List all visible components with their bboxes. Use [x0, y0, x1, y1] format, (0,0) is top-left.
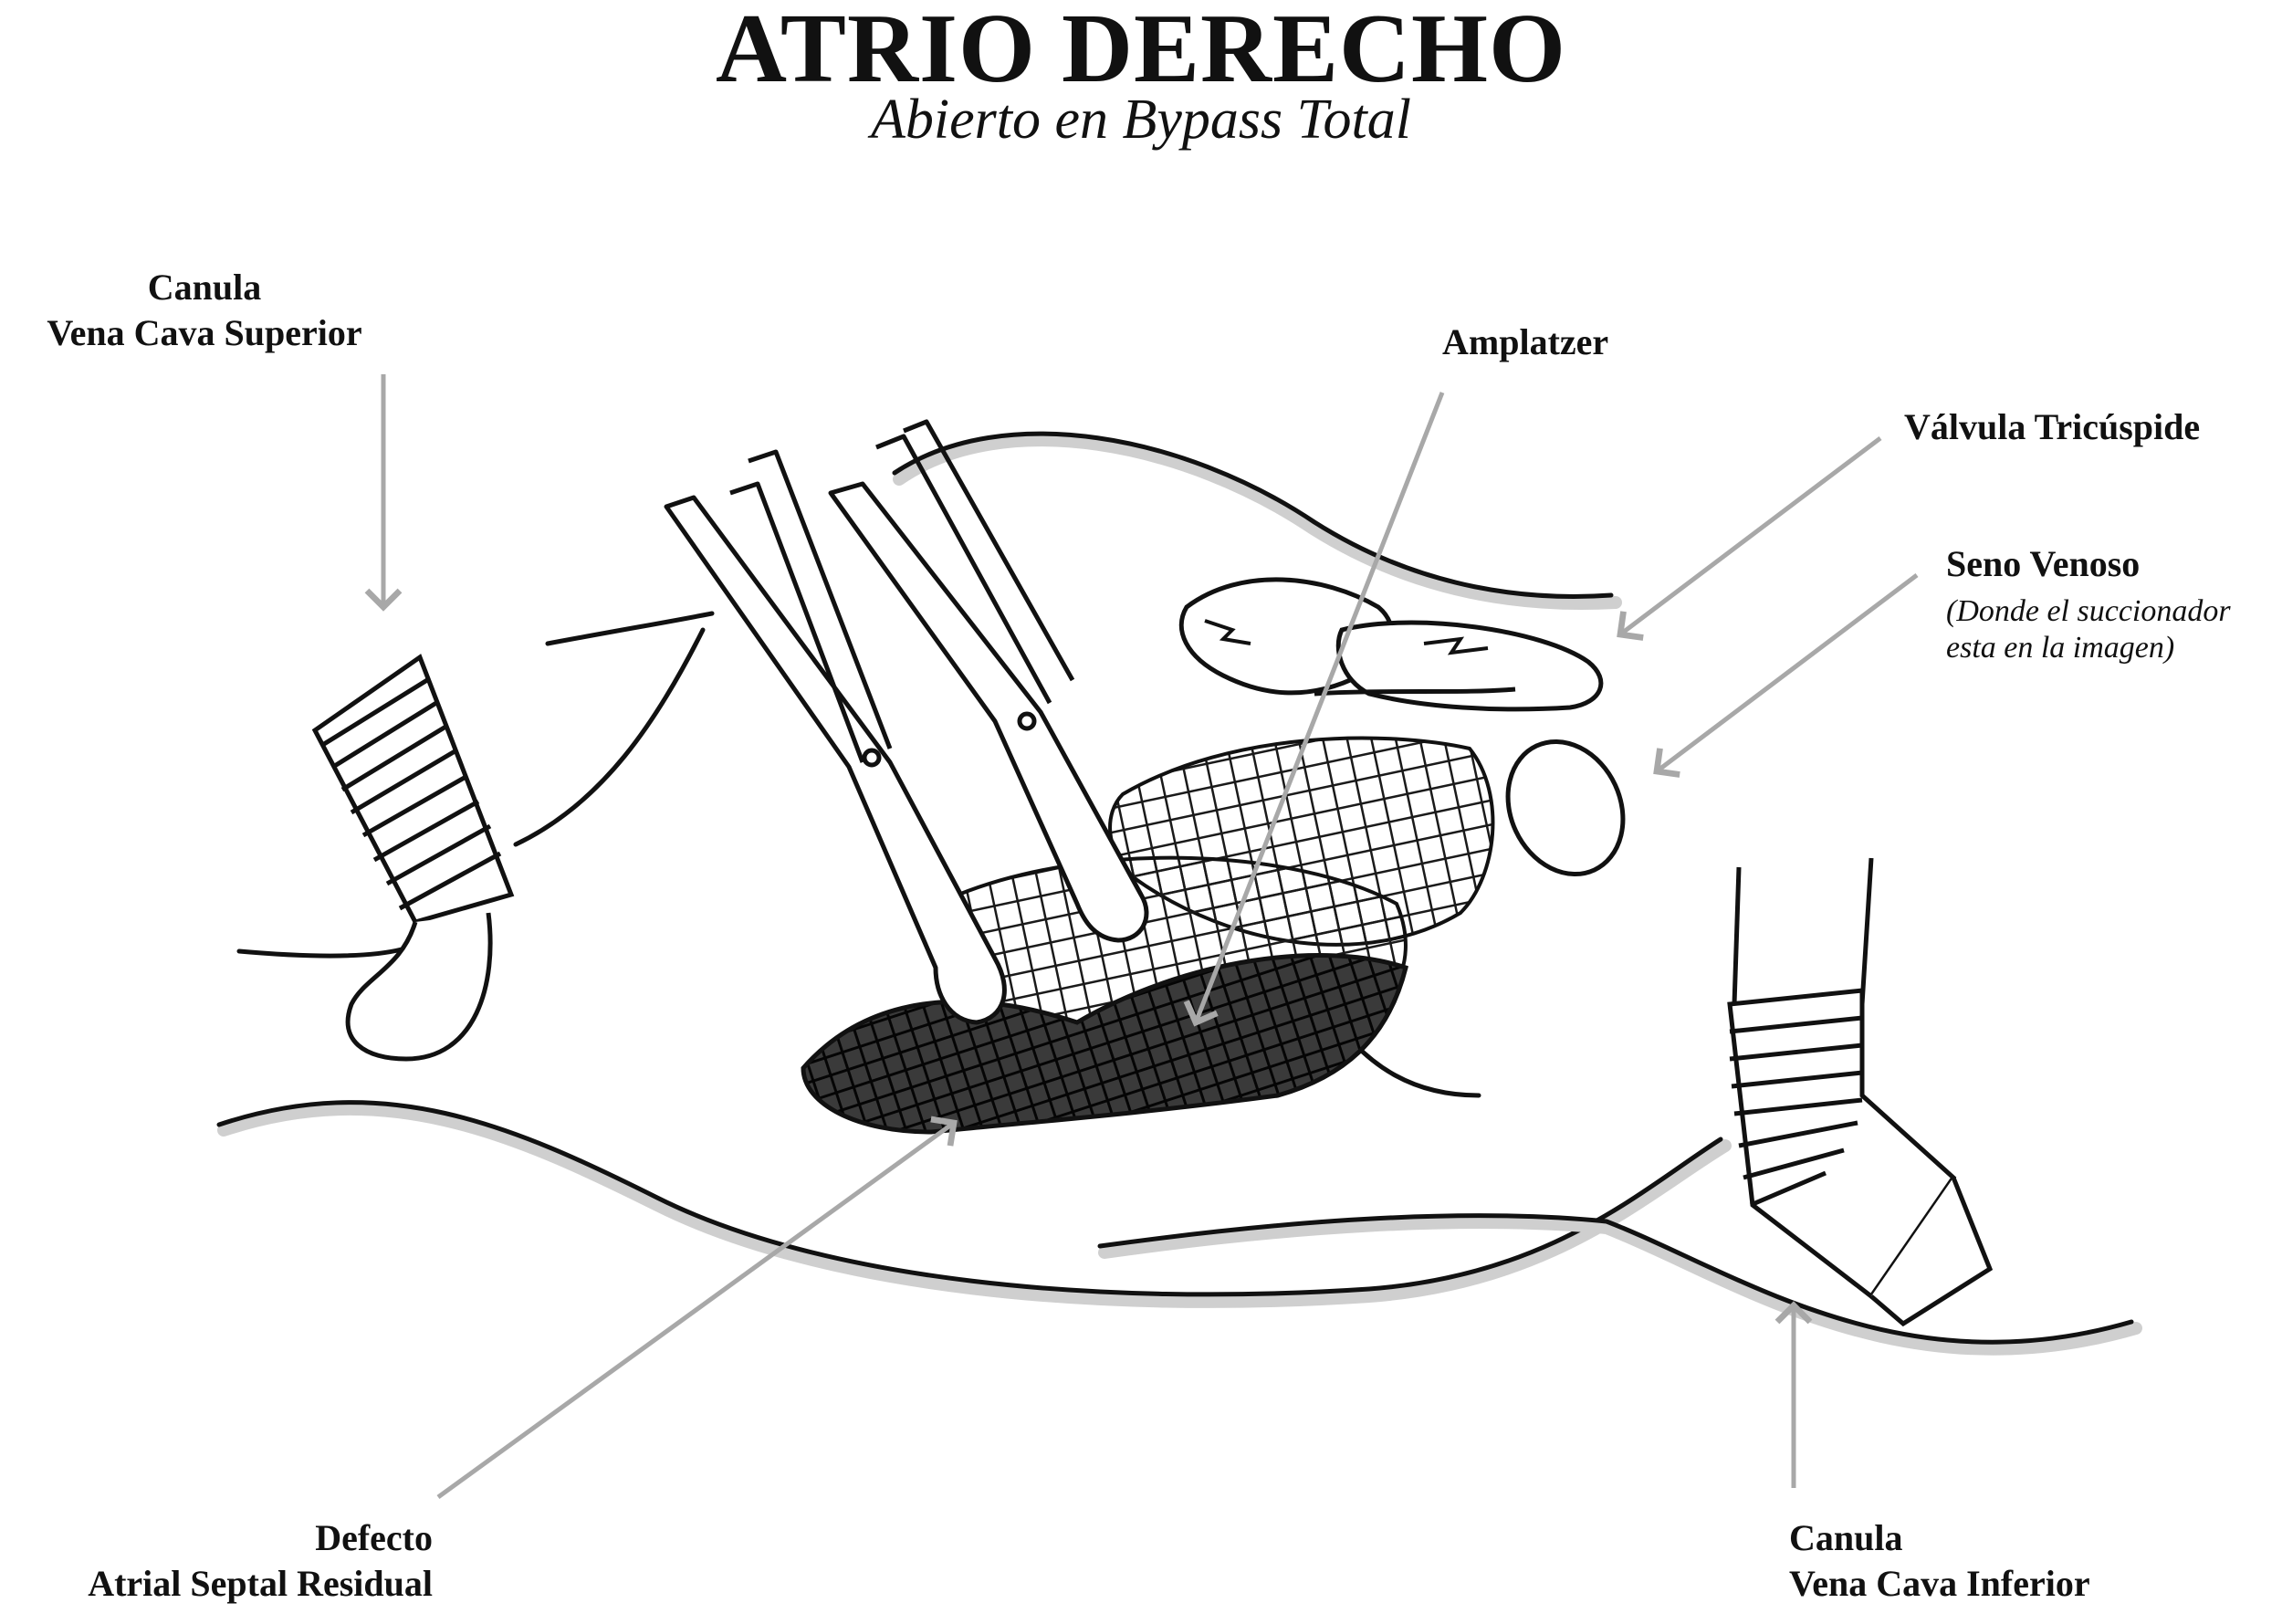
forceps-right-pivot [1020, 714, 1034, 728]
label-svc-line2: Vena Cava Superior [13, 310, 396, 356]
atrium-lower-wall [219, 1103, 1721, 1294]
label-ivc-line2: Vena Cava Inferior [1789, 1561, 2090, 1607]
arrow-tricuspid [1620, 438, 1880, 634]
tricuspid-leaflet-2 [1338, 623, 1601, 709]
arrow-defect [438, 1123, 954, 1497]
label-sinus-title: Seno Venoso [1946, 541, 2140, 587]
ivc-cannula-top-right [1862, 858, 1871, 1004]
svc-cannula-tip [348, 913, 490, 1059]
svc-floor [239, 949, 402, 956]
label-amplatzer: Amplatzer [1442, 320, 1608, 365]
label-ivc-cannula: Canula Vena Cava Inferior [1789, 1515, 2090, 1607]
label-defect: Defecto Atrial Septal Residual [13, 1515, 433, 1607]
atrium-lower-wall-shadow [224, 1109, 1725, 1302]
label-svc-line1: Canula [13, 265, 396, 310]
label-defect-line1: Defecto [13, 1515, 433, 1561]
ivc-cannula-top-left [1734, 867, 1739, 1004]
atrium-roof [895, 434, 1611, 596]
atrium-upper-wall [548, 613, 712, 644]
ivc-cannula [1730, 858, 1990, 1324]
label-defect-line2: Atrial Septal Residual [13, 1561, 433, 1607]
label-sinus-note1: (Donde el succionador [1946, 593, 2231, 630]
forceps-left-jaw [666, 498, 1004, 1022]
label-tricuspid: Válvula Tricúspide [1904, 404, 2200, 450]
label-sinus-note2: esta en la imagen) [1946, 630, 2231, 666]
forceps-left-pivot [864, 750, 879, 765]
label-ivc-line1: Canula [1789, 1515, 2090, 1561]
sinus-venosus-opening [1487, 723, 1644, 894]
label-sinus-note: (Donde el succionador esta en la imagen) [1946, 593, 2231, 666]
svc-cannula [315, 657, 511, 1059]
label-svc-cannula: Canula Vena Cava Superior [13, 265, 396, 356]
arrow-sinus [1657, 575, 1917, 771]
atrium-left-wall [516, 630, 703, 844]
